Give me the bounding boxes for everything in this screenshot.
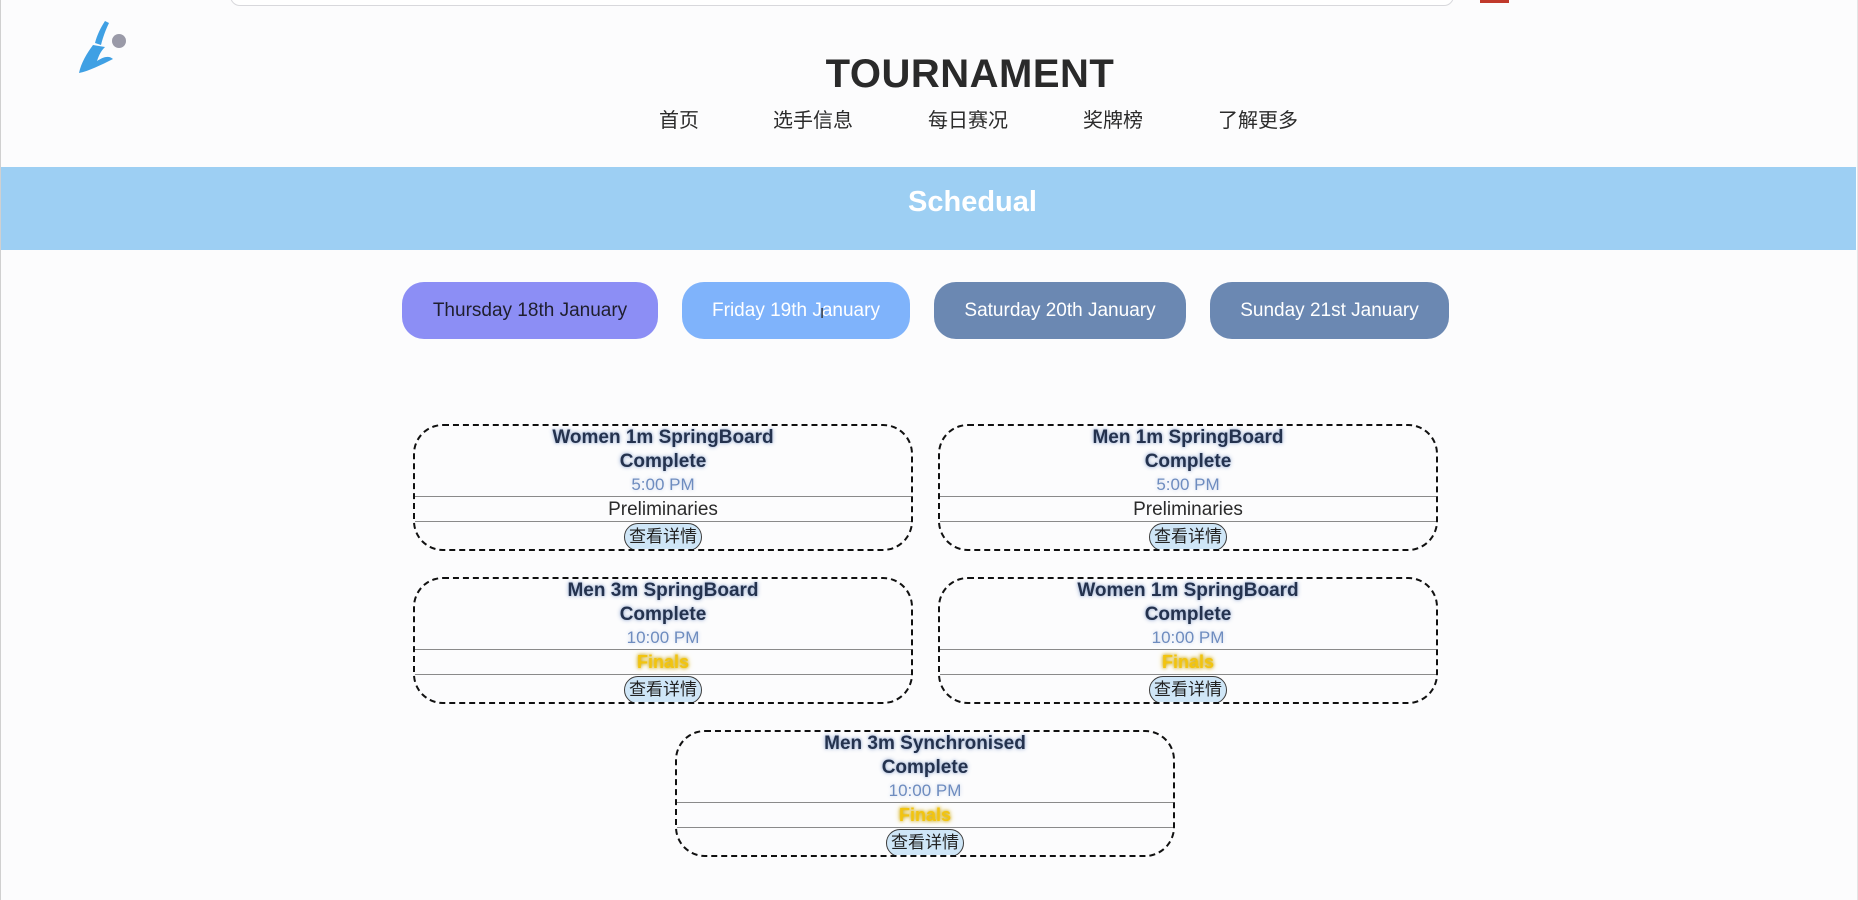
date-tab-sunday[interactable]: Sunday 21st January	[1210, 282, 1449, 339]
nav-item-athletes[interactable]: 选手信息	[773, 108, 853, 132]
event-card: Women 1m SpringBoard Complete 5:00 PM Pr…	[413, 424, 913, 551]
card-divider	[940, 674, 1436, 675]
card-divider	[677, 802, 1173, 803]
event-card: Women 1m SpringBoard Complete 10:00 PM F…	[938, 577, 1438, 704]
event-time: 10:00 PM	[1151, 628, 1225, 647]
date-tab-thursday[interactable]: Thursday 18th January	[402, 282, 658, 339]
event-name: Women 1m SpringBoard	[552, 427, 774, 448]
event-name: Men 1m SpringBoard	[1092, 427, 1284, 448]
event-round: Finals	[898, 805, 951, 825]
event-name: Men 3m SpringBoard	[567, 580, 759, 601]
event-round: Preliminaries	[1133, 499, 1243, 520]
main-nav: 首页 选手信息 每日赛况 奖牌榜 了解更多	[0, 104, 1858, 132]
event-card: Men 3m SpringBoard Complete 10:00 PM Fin…	[413, 577, 913, 704]
card-divider	[415, 521, 911, 522]
event-time: 10:00 PM	[626, 628, 700, 647]
event-time: 5:00 PM	[1156, 475, 1220, 494]
event-status: Complete	[1144, 604, 1232, 625]
card-divider	[940, 649, 1436, 650]
event-card: Men 3m Synchronised Complete 10:00 PM Fi…	[675, 730, 1175, 857]
view-details-button[interactable]: 查看详情	[886, 829, 964, 855]
card-divider	[940, 521, 1436, 522]
nav-item-home[interactable]: 首页	[659, 108, 699, 132]
event-round: Preliminaries	[608, 499, 718, 520]
card-divider	[415, 496, 911, 497]
event-status: Complete	[1144, 451, 1232, 472]
card-divider	[415, 674, 911, 675]
date-tab-friday[interactable]: Friday 19th January	[682, 282, 910, 339]
view-details-button[interactable]: 查看详情	[624, 523, 702, 549]
view-details-button[interactable]: 查看详情	[1149, 523, 1227, 549]
event-status: Complete	[881, 757, 969, 778]
card-divider	[677, 827, 1173, 828]
schedule-banner	[1, 167, 1856, 250]
view-details-button[interactable]: 查看详情	[1149, 676, 1227, 702]
event-time: 5:00 PM	[631, 475, 695, 494]
event-time: 10:00 PM	[888, 781, 962, 800]
nav-item-daily-results[interactable]: 每日赛况	[928, 108, 1008, 132]
schedule-title: Schedual	[908, 186, 1037, 218]
event-round: Finals	[636, 652, 689, 672]
text-cursor-icon: I	[820, 305, 825, 322]
site-title: TOURNAMENT	[825, 52, 1115, 96]
nav-item-learn-more[interactable]: 了解更多	[1218, 108, 1298, 132]
event-name: Women 1m SpringBoard	[1077, 580, 1299, 601]
event-status: Complete	[619, 604, 707, 625]
window-left-edge	[0, 0, 1, 900]
event-card: Men 1m SpringBoard Complete 5:00 PM Prel…	[938, 424, 1438, 551]
event-round: Finals	[1161, 652, 1214, 672]
toolbar-red-marker	[1480, 0, 1509, 3]
event-status: Complete	[619, 451, 707, 472]
diver-logo-icon[interactable]	[73, 19, 133, 79]
date-tab-saturday[interactable]: Saturday 20th January	[934, 282, 1186, 339]
card-divider	[940, 496, 1436, 497]
card-divider	[415, 649, 911, 650]
browser-toolbar-edge	[230, 0, 1454, 6]
view-details-button[interactable]: 查看详情	[624, 676, 702, 702]
event-name: Men 3m Synchronised	[824, 733, 1026, 754]
nav-item-medal-table[interactable]: 奖牌榜	[1083, 108, 1143, 132]
